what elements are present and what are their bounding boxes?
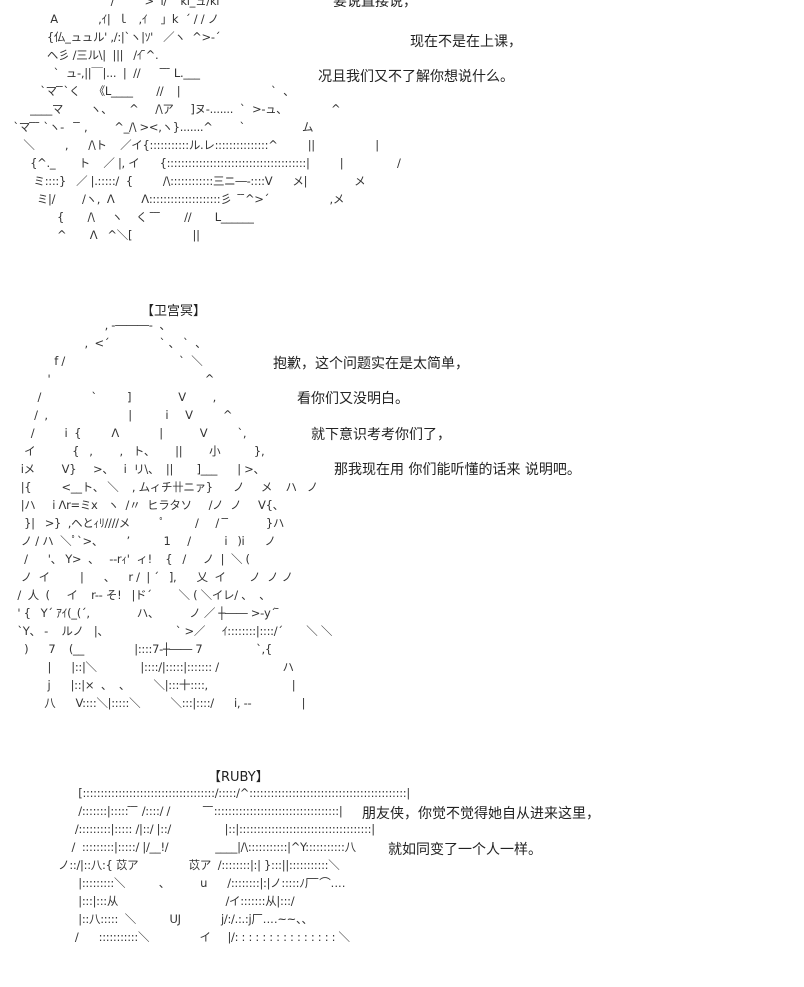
- ascii-art-line: ＼ , /\ト ／イ{:::::::::::ル.レ:::::::::::::::…: [10, 138, 379, 152]
- ascii-art-line: ____マ ヽ、 ^ /\ア ]ヌ-....... ` >-ュ、 ^: [10, 102, 341, 116]
- dialogue-line: 朋友侠，你觉不觉得她自从进来这里，: [362, 806, 600, 822]
- dialogue-line: 那我现在用 你们能听懂的话来 说明吧。: [334, 462, 581, 478]
- dialogue-line: 看你们又没明白。: [297, 391, 409, 407]
- ascii-art-line: |::八::::: ＼ UJ j/:/.:.:j厂‥‥~~、、: [38, 912, 313, 926]
- ascii-art-scene-1: / ̄ ̄ > l/ kl_ュ/kl Α ,ｲ| ｌ ,ｲ 」k ´ / / ノ…: [10, 0, 401, 244]
- ascii-art-line: / '、 Y> 、 --rｨ' ィ! { / ノ | ＼ (: [14, 552, 250, 566]
- ascii-art-scene-2: , -―――- 、 , <´ ` 、 ` 、 f / ` ＼ ' ^ / `: [14, 316, 332, 712]
- speaker-label: 【RUBY】: [208, 770, 269, 785]
- ascii-art-line: / :::::::::::＼ イ |/: : : : : : : : : : :…: [38, 930, 350, 944]
- dialogue-line: 现在不是在上课，: [410, 34, 522, 50]
- ascii-art-line: |:::|:::从 /イ:::::::从|:::/: [38, 894, 295, 908]
- ascii-art-line: /:::::::|::::: ̄ ̄ ̄ /::::/ / ̄ ̄ ̄:::::…: [38, 804, 343, 818]
- ascii-art-line: ノ / ハ ＼ﾟ`>、 ’ 1 / i )i ノ: [14, 534, 276, 548]
- ascii-art-line: ミ::::} ／ |.:::::/ { /\::::::::::::三ニ―‐::…: [10, 174, 366, 188]
- ascii-art-line: ノ イ | 、 r / | ´ ], 乂 イ ノ ノ ノ: [14, 570, 293, 584]
- ascii-art-line: ' ^: [14, 372, 215, 386]
- ascii-art-line: |{ <__ト、 ＼ , ムィチ卄ニァ} ノ メ ハ ノ: [14, 480, 319, 494]
- dialogue-line: 况且我们又不了解你想说什么。: [318, 69, 514, 85]
- ascii-art-line: `Y、 - ルノ |、 ` >／ ｲ::::::::|::::/´ ＼ ＼: [14, 624, 333, 638]
- dialogue-line: 就如同变了一个人一样。: [388, 842, 542, 858]
- ascii-art-line: / ` ] V ,: [14, 390, 216, 404]
- ascii-art-line: / ̄ ̄ > l/ kl_ュ/kl: [10, 0, 220, 8]
- ascii-art-line: , <´ ` 、 ` 、: [14, 336, 207, 350]
- ascii-art-line: { /\ ヽ く ̄ ̄ ̄ // L______: [10, 210, 254, 224]
- ascii-art-line: Α ,ｲ| ｌ ,ｲ 」k ´ / / ノ: [10, 12, 219, 26]
- dialogue-line: 抱歉，这个问题实在是太简单，: [273, 356, 469, 372]
- ascii-art-line: ノ::/|::八:{ 苡ア 苡ア /::::::::|:| }:::||::::…: [38, 858, 340, 872]
- ascii-art-line: / :::::::::|:::::/ |/__!/ ____|/\:::::::…: [38, 840, 357, 854]
- ascii-art-line: ) 7 (__ |::::7-┼―― 7 `,{: [14, 642, 272, 656]
- ascii-art-line: / i { Λ | V `,: [14, 426, 247, 440]
- ascii-art-line: |ハ i Λr=ミx ヽ /〃 ヒラタソ /ノ ノ V{、: [14, 498, 284, 512]
- ascii-art-line: イ { , , ト、 || 小 },: [14, 444, 265, 458]
- ascii-art-line: ` ュ-,||￣|... | // ̄ ̄ ̄ L.___: [10, 66, 200, 80]
- ascii-art-scene-3: [:::::::::::::::::::::::::::::::::::::/:…: [38, 784, 410, 946]
- ascii-art-line: {^._ ト ／ |, イ {:::::::::::::::::::::::::…: [10, 156, 401, 170]
- ascii-art-line: j |::|× 、 、 ＼|:::十::::, |: [14, 678, 296, 692]
- ascii-art-line: `マ ̄ ̄ ̄ `ヽ- ̄ ̄ , ^_/\ ><,ヽ}.......^ ` …: [10, 120, 314, 134]
- ascii-art-line: | |::|＼ |::::/|:::::|::::::: / ハ: [14, 660, 295, 674]
- ascii-art-line: ミ|/ /ヽ, Λ Λ::::::::::::::::::::彡 ̄ ̄^>´ …: [10, 192, 345, 206]
- dialogue-line: 要说直接说，: [333, 0, 417, 10]
- ascii-art-line: f / ` ＼: [14, 354, 203, 368]
- ascii-art-line: , -―――- 、: [14, 318, 171, 332]
- ascii-art-line: 八 V::::＼|:::::＼ ＼:::|::::/ i, ‐‐ |: [14, 696, 306, 710]
- ascii-art-line: |:::::::::＼ 、 u /::::::::|:|ノ:::::ﾉ厂 ̄⌒‥…: [38, 876, 346, 890]
- ascii-art-line: {仏_ュュル' ,/:|`ヽ|ｿ' ／ヽ ^>-´: [10, 30, 221, 44]
- ascii-art-line: / 人 ( イ r-- そ! |ド´ ＼ ( ＼イレ/ 、 、: [14, 588, 271, 602]
- ascii-art-line: / , | i V ^: [14, 408, 233, 422]
- ascii-art-line: ヘ彡 /三ル\| ||| /ｲ ̄^.: [10, 48, 159, 62]
- ascii-art-line: [:::::::::::::::::::::::::::::::::::::/:…: [38, 786, 410, 800]
- ascii-art-line: `マ ̄ ̄`く 《L____ // | ` 、: [10, 84, 295, 98]
- ascii-art-line: ' { Y´ ｱｲ(_(´, ハ、 ノ ／ ┼―― >-y´ ̄: [14, 606, 280, 620]
- ascii-art-line: }| >} ,ヘとｨﾘ////メ ﾟ / / ̄ ̄ }ハ: [14, 516, 285, 530]
- speaker-label: 【卫宫冥】: [141, 304, 207, 319]
- ascii-art-line: iメ V} >、 i リ\、 || ]___ | >、: [14, 462, 265, 476]
- ascii-art-line: ^ Λ ^＼[ ||: [10, 228, 200, 242]
- ascii-art-line: /:::::::::|::::: /|::/ |::/ |::|::::::::…: [38, 822, 375, 836]
- dialogue-line: 就下意识考考你们了，: [311, 427, 451, 443]
